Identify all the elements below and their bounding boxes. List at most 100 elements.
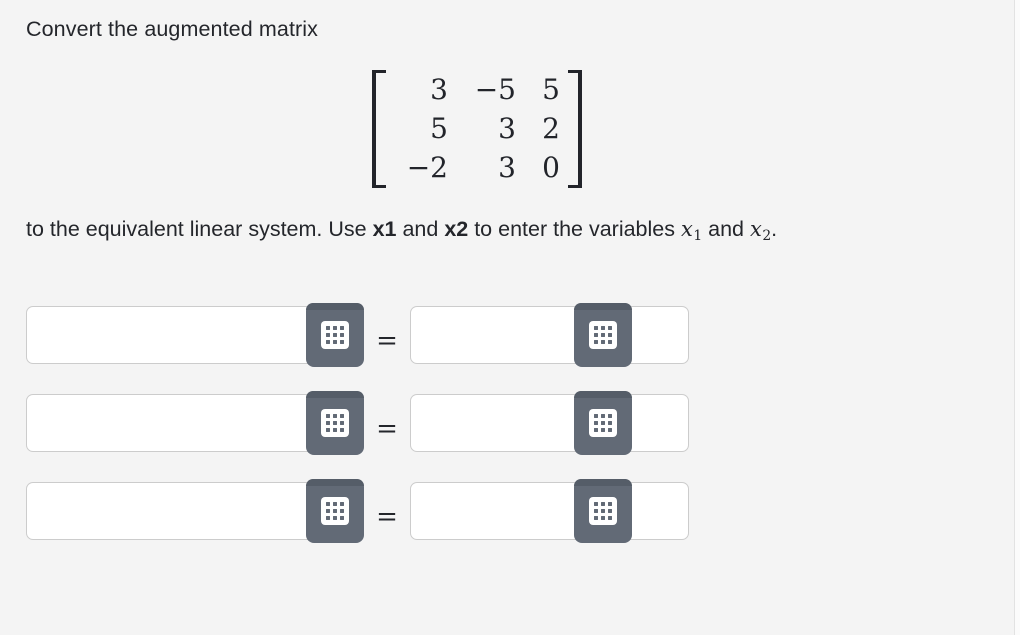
prompt-text-segment: to the equivalent linear system. Use <box>26 217 373 241</box>
keypad-cell <box>594 339 599 344</box>
equation-1-left-keypad-button[interactable] <box>306 302 364 367</box>
matrix-cell: 3 <box>498 112 516 145</box>
keypad-cell <box>332 413 338 419</box>
equation-2-left-keypad-button[interactable] <box>306 390 364 455</box>
equation-left-field-group <box>26 302 364 367</box>
math-keypad-icon <box>321 320 349 349</box>
keypad-cell <box>332 508 338 514</box>
keypad-cell <box>339 420 344 426</box>
augmented-matrix: 3 −5 5 5 3 2 −2 3 0 <box>26 70 988 188</box>
keypad-cell <box>594 427 599 432</box>
keypad-cell <box>594 332 599 338</box>
equation-3-right-keypad-button[interactable] <box>574 478 632 543</box>
equation-right-field-group <box>410 390 689 455</box>
equation-1-right-input[interactable] <box>410 305 689 364</box>
math-keypad-icon <box>589 320 617 349</box>
keypad-cell <box>339 508 344 514</box>
keypad-cell <box>326 515 331 520</box>
equation-right-field-group <box>410 478 689 543</box>
keypad-cell <box>600 413 606 419</box>
keypad-cell <box>607 325 612 331</box>
matrix-row: 3 −5 5 <box>390 71 564 110</box>
math-keypad-icon <box>589 408 617 437</box>
prompt-text-segment: . <box>771 217 778 241</box>
math-variable-subscript: 2 <box>762 227 772 244</box>
math-keypad-icon <box>321 496 349 525</box>
keypad-cell <box>600 420 606 426</box>
keypad-cell <box>326 501 331 507</box>
matrix-cell: 2 <box>542 112 560 145</box>
variable-token-x1: x1 <box>372 217 397 241</box>
keypad-cell <box>339 332 344 338</box>
keypad-cell <box>326 332 331 338</box>
equation-left-field-group <box>26 390 364 455</box>
math-keypad-icon <box>321 408 349 437</box>
equals-sign: = <box>376 325 398 356</box>
matrix-right-bracket <box>568 70 582 188</box>
equation-2-right-keypad-button[interactable] <box>574 390 632 455</box>
keypad-cell <box>600 332 606 338</box>
keypad-cell <box>332 339 338 344</box>
math-variable-subscript: 1 <box>693 227 703 244</box>
equation-1-right-keypad-button[interactable] <box>574 302 632 367</box>
keypad-cell <box>607 427 612 432</box>
matrix-cell: 5 <box>542 73 560 106</box>
equation-left-field-group <box>26 478 364 543</box>
keypad-cell <box>332 427 338 432</box>
matrix-cell: −2 <box>406 151 448 184</box>
keypad-cell <box>339 413 344 419</box>
matrix-cell: 0 <box>542 151 560 184</box>
keypad-cell <box>594 501 599 507</box>
keypad-cell <box>326 325 331 331</box>
math-variable-letter: x <box>680 217 693 241</box>
keypad-cell <box>332 515 338 520</box>
keypad-cell <box>332 501 338 507</box>
equation-3-right-input[interactable] <box>410 481 689 540</box>
math-variable-x2: x2 <box>749 217 772 244</box>
variable-token-x2: x2 <box>444 217 469 241</box>
keypad-cell <box>332 420 338 426</box>
keypad-cell <box>339 501 344 507</box>
keypad-cell <box>326 427 331 432</box>
matrix-cell: 3 <box>430 73 448 106</box>
keypad-cell <box>339 339 344 344</box>
keypad-cell <box>326 413 331 419</box>
right-scroll-gutter[interactable] <box>1014 0 1020 635</box>
keypad-cell <box>607 413 612 419</box>
keypad-cell <box>339 325 344 331</box>
keypad-cell <box>607 332 612 338</box>
keypad-cell <box>339 427 344 432</box>
keypad-cell <box>607 515 612 520</box>
answer-row: = <box>26 379 988 467</box>
keypad-cell <box>594 325 599 331</box>
matrix-cell: 3 <box>498 151 516 184</box>
keypad-cell <box>607 420 612 426</box>
keypad-cell <box>332 325 338 331</box>
keypad-cell <box>594 508 599 514</box>
equals-sign: = <box>376 501 398 532</box>
keypad-cell <box>607 501 612 507</box>
math-variable-letter: x <box>749 217 762 241</box>
answer-rows: = <box>26 291 988 555</box>
matrix-left-bracket <box>372 70 386 188</box>
answer-row: = <box>26 291 988 379</box>
math-keypad-icon <box>589 496 617 525</box>
keypad-cell <box>600 501 606 507</box>
keypad-cell <box>594 413 599 419</box>
equation-2-right-input[interactable] <box>410 393 689 452</box>
keypad-cell <box>326 508 331 514</box>
keypad-cell <box>339 515 344 520</box>
equation-3-left-keypad-button[interactable] <box>306 478 364 543</box>
prompt-text-segment: and <box>396 217 445 241</box>
equals-sign: = <box>376 413 398 444</box>
answer-row: = <box>26 467 988 555</box>
matrix-cell: −5 <box>474 73 516 106</box>
prompt-heading: Convert the augmented matrix <box>26 17 318 41</box>
keypad-cell <box>600 325 606 331</box>
keypad-cell <box>600 508 606 514</box>
keypad-cell <box>600 515 606 520</box>
math-variable-x1: x1 <box>680 217 703 244</box>
matrix-row: −2 3 0 <box>390 149 564 188</box>
matrix-body: 3 −5 5 5 3 2 −2 3 0 <box>386 70 568 188</box>
keypad-cell <box>332 332 338 338</box>
